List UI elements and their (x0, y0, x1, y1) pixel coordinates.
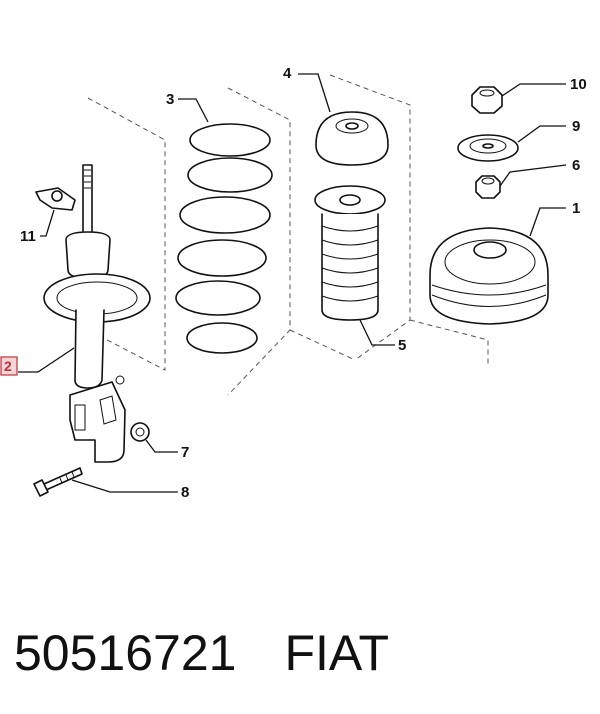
mount-nut (475, 175, 501, 199)
top-washer (457, 134, 519, 162)
exploded-suspension-diagram: 3 4 10 9 6 1 5 7 8 11 2 (0, 65, 587, 501)
callout-6: 6 (572, 157, 580, 174)
part-number: 50516721 (14, 625, 237, 681)
callout-8: 8 (181, 484, 189, 501)
callout-10: 10 (570, 76, 587, 93)
callout-4: 4 (283, 65, 292, 82)
callout-9: 9 (572, 118, 580, 135)
brand-name: FIAT (284, 625, 390, 681)
callout-2: 2 (4, 358, 12, 374)
callout-2-highlight: 2 (0, 356, 18, 376)
dust-boot-bellows (314, 185, 386, 321)
assembly-guide-lines (87, 74, 489, 396)
bump-stop-cap (315, 111, 389, 166)
strut-top-mount (429, 227, 549, 325)
mounting-bolt (33, 467, 83, 497)
callout-11: 11 (20, 228, 36, 245)
callout-1: 1 (572, 200, 580, 217)
callout-3: 3 (166, 91, 174, 108)
top-nut (471, 86, 503, 114)
bolt-nut (130, 422, 150, 442)
part-footer: 50516721 FIAT (14, 618, 594, 688)
leader-lines (18, 73, 567, 493)
coil-spring (175, 123, 273, 354)
callout-5: 5 (398, 337, 406, 354)
shock-absorber-strut (43, 164, 151, 463)
clip-part (35, 187, 76, 211)
callout-7: 7 (181, 444, 189, 461)
